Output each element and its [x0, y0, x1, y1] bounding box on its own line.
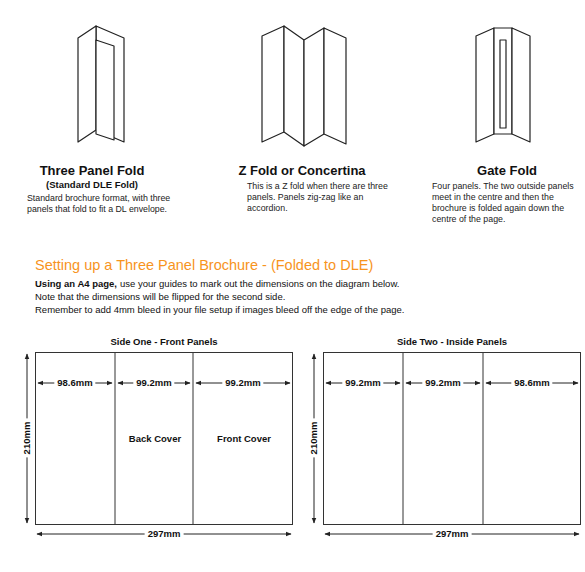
panel-divider	[403, 352, 404, 525]
fold-subtitle: (Standard DLE Fold)	[46, 179, 138, 191]
dimension-label: 99.2mm	[222, 377, 263, 389]
section-heading: Setting up a Three Panel Brochure - (Fol…	[35, 256, 575, 274]
fold-panel	[500, 40, 506, 128]
dimension-label: 297mm	[145, 528, 184, 540]
dimension-label: 210mm	[21, 419, 33, 458]
instruction-text: Using an A4 page,	[35, 278, 117, 290]
panel-label: Back Cover	[129, 433, 181, 444]
instruction-text: Remember to add 4mm bleed in your file s…	[35, 304, 580, 316]
dimension-label: 98.6mm	[511, 377, 552, 389]
dimension-label: 99.2mm	[133, 377, 174, 389]
fold-panel	[96, 40, 114, 140]
fold-title: Three Panel Fold	[40, 163, 145, 179]
fold-panel	[262, 26, 284, 142]
fold-panel	[96, 26, 124, 142]
fold-panel	[494, 28, 512, 134]
dimension-label: 99.2mm	[342, 377, 383, 389]
fold-panel	[476, 28, 494, 142]
side-heading: Side Two - Inside Panels	[324, 336, 580, 347]
fold-panel	[304, 28, 324, 146]
fold-panel	[512, 28, 530, 142]
fold-description: Standard brochure format, with three pan…	[27, 193, 177, 215]
fold-description: Four panels. The two outside panels meet…	[432, 181, 580, 225]
panel-divider	[483, 352, 484, 525]
dimension-label: 98.6mm	[54, 377, 95, 389]
fold-title: Gate Fold	[477, 163, 537, 179]
side-heading: Side One - Front Panels	[36, 336, 292, 347]
instruction-text: Note that the dimensions will be flipped…	[35, 291, 575, 303]
fold-panel	[284, 26, 304, 146]
dimension-label: 297mm	[433, 528, 472, 540]
panel-divider	[115, 352, 116, 525]
dimension-label: 210mm	[308, 419, 320, 458]
panel-divider	[193, 352, 194, 525]
panel-label: Front Cover	[217, 433, 271, 444]
fold-panel	[324, 28, 346, 144]
dimension-label: 99.2mm	[422, 377, 463, 389]
fold-panel	[78, 26, 96, 142]
fold-title: Z Fold or Concertina	[238, 163, 365, 179]
fold-description: This is a Z fold when there are three pa…	[247, 181, 405, 214]
instruction-text: use your guides to mark out the dimensio…	[120, 278, 399, 290]
